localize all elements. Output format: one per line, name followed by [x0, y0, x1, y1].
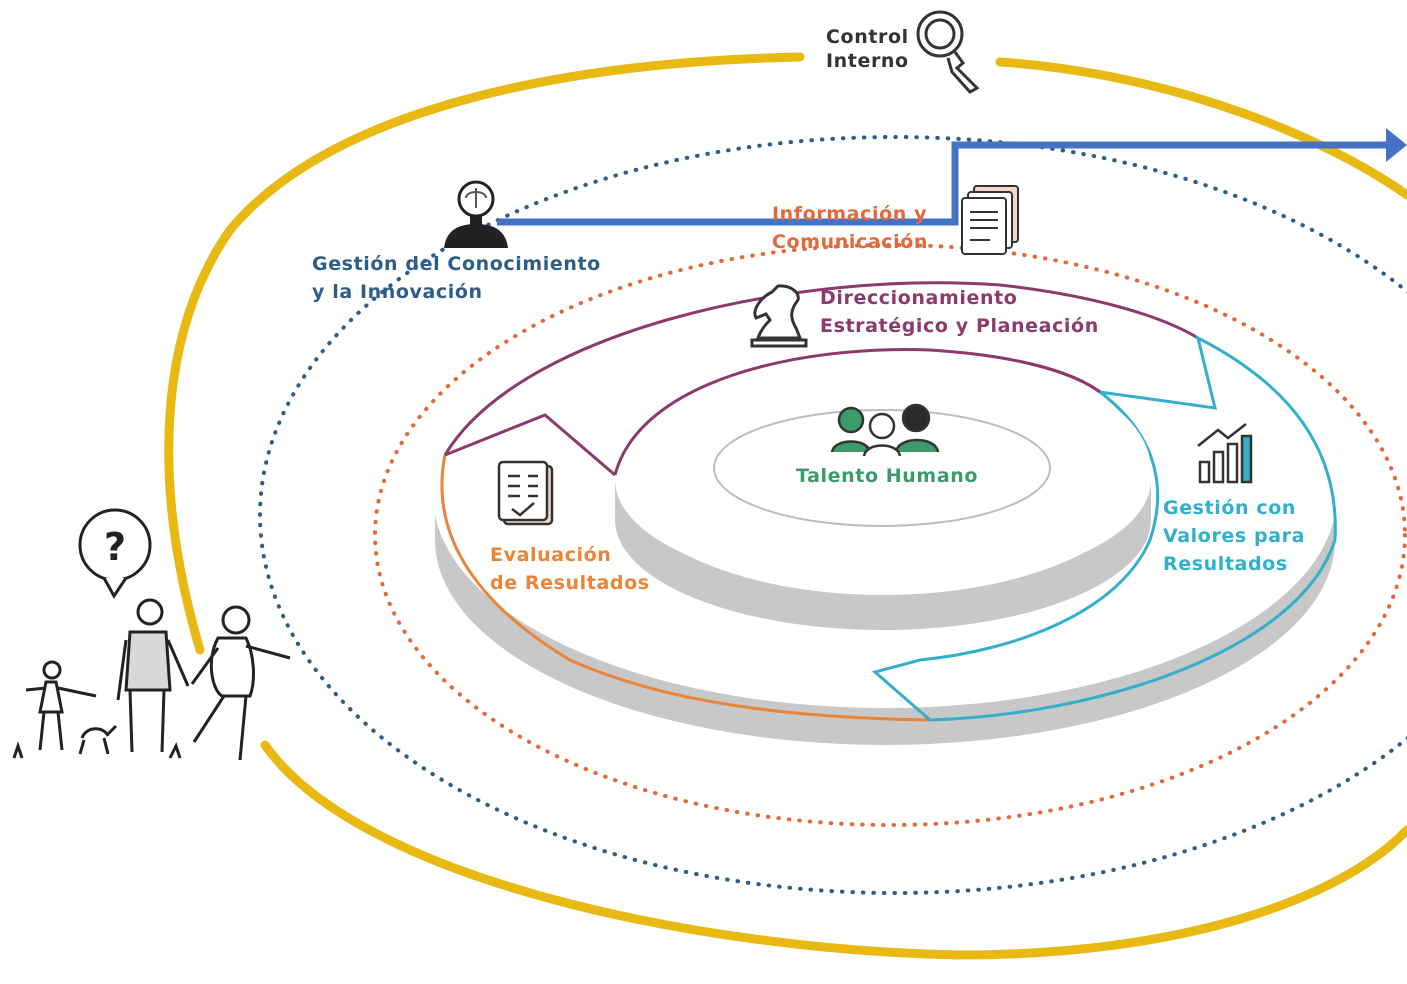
people-group-icon — [830, 403, 940, 457]
evaluacion-segment — [440, 454, 931, 722]
direccionamiento-line-1: Direccionamiento — [820, 287, 1018, 309]
direccionamiento-line-2: Estratégico y Planeación — [820, 315, 1099, 337]
inner-disk-edge — [613, 348, 1101, 476]
family-illustration — [12, 508, 291, 761]
gestion-valores-label: Gestión con Valores para Resultados — [1163, 494, 1305, 578]
gestion-conocimiento-line-1: Gestión del Conocimiento — [312, 253, 601, 275]
inner-disk-side — [615, 480, 1151, 630]
connector-arrow — [497, 128, 1407, 226]
evaluacion-line-2: de Resultados — [490, 572, 650, 594]
direccionamiento-segment-outer — [443, 281, 1199, 456]
direccionamiento-label: Direccionamiento Estratégico y Planeació… — [820, 284, 1099, 340]
brain-head-icon — [444, 180, 508, 248]
control-interno-label: Control Interno — [826, 25, 909, 73]
magnifier-icon — [916, 10, 980, 94]
informacion-comunicacion-label: Información y Comunicación — [772, 200, 928, 256]
control-interno-line-1: Control — [826, 26, 909, 48]
talento-humano-label: Talento Humano — [796, 465, 979, 487]
gestion-conocimiento-label: Gestión del Conocimiento y la Innovación — [312, 250, 601, 306]
gestion-valores-line-3: Resultados — [1163, 553, 1288, 575]
question-mark: ? — [104, 525, 126, 569]
direccionamiento-segment-notch — [444, 413, 616, 477]
informacion-comunicacion-line-1: Información y — [772, 203, 928, 225]
control-interno-line-2: Interno — [826, 50, 909, 72]
gestion-valores-line-2: Valores para — [1163, 525, 1306, 547]
talento-humano-ellipse — [713, 409, 1051, 527]
comunicacion-dotted-ring — [373, 243, 1407, 827]
conocimiento-dotted-ring — [258, 135, 1407, 895]
bar-chart-icon — [1197, 423, 1253, 484]
chess-knight-icon — [750, 284, 808, 348]
gestion-conocimiento-line-2: y la Innovación — [312, 281, 483, 303]
informacion-comunicacion-line-2: Comunicación — [772, 231, 928, 253]
evaluacion-label: Evaluación de Resultados — [490, 541, 650, 597]
evaluacion-line-1: Evaluación — [490, 544, 612, 566]
gestion-valores-line-1: Gestión con — [1163, 497, 1297, 519]
documents-icon — [961, 185, 1019, 255]
checklist-icon — [497, 460, 554, 526]
control-interno-ring — [164, 52, 1407, 960]
gestion-valores-segment — [871, 335, 1337, 722]
